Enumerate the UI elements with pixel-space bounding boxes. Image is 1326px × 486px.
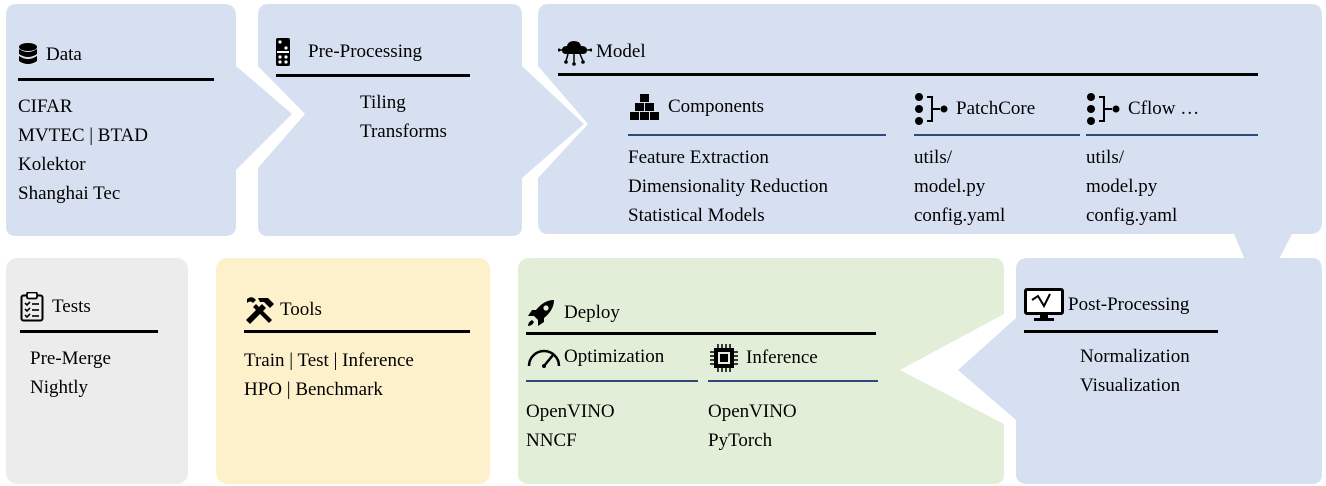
cflow-header: Cflow … (1086, 92, 1199, 126)
patchcore-item: config.yaml (914, 205, 1006, 226)
data-header: Data (18, 42, 82, 68)
tests-panel (6, 258, 188, 484)
tree-icon (1086, 92, 1120, 126)
cflow-item: utils/ (1086, 147, 1125, 168)
deploy-title: Deploy (564, 302, 620, 323)
tools-rule (244, 330, 470, 333)
postprocessing-header: Post-Processing (1024, 288, 1189, 322)
tests-item: Pre-Merge (30, 348, 111, 369)
tools-item: HPO | Benchmark (244, 379, 383, 400)
postprocessing-title: Post-Processing (1068, 294, 1190, 315)
tests-item: Nightly (30, 377, 89, 398)
preprocessing-title: Pre-Processing (308, 41, 422, 62)
model-header: Model (558, 38, 646, 66)
components-rule (628, 134, 886, 136)
patchcore-header: PatchCore (914, 92, 1035, 126)
preprocessing-item: Transforms (360, 121, 447, 142)
neural-cloud-icon (558, 38, 592, 66)
optimization-rule (526, 380, 698, 382)
domino-icon (276, 38, 290, 66)
tree-icon (914, 92, 948, 126)
data-item: Shanghai Tec (18, 183, 121, 204)
optimization-item: NNCF (526, 430, 577, 451)
tests-title: Tests (52, 296, 91, 317)
cflow-item: model.py (1086, 176, 1158, 197)
components-item: Feature Extraction (628, 147, 769, 168)
cflow-title: Cflow … (1128, 98, 1200, 119)
tools-header: Tools (244, 296, 322, 324)
data-rule (18, 78, 214, 81)
optimization-item: OpenVINO (526, 401, 615, 422)
patchcore-item: model.py (914, 176, 986, 197)
deploy-panel (518, 258, 1004, 484)
data-panel (6, 4, 292, 236)
monitor-graph-icon (1024, 288, 1064, 322)
data-title: Data (46, 44, 82, 65)
tools-item: Train | Test | Inference (244, 350, 414, 371)
components-item: Statistical Models (628, 205, 765, 226)
tests-rule (20, 330, 158, 333)
preprocessing-rule (276, 74, 470, 77)
components-title: Components (668, 96, 765, 117)
model-panel (538, 4, 1322, 296)
deploy-header: Deploy (526, 298, 620, 328)
patchcore-item: utils/ (914, 147, 953, 168)
cflow-item: config.yaml (1086, 205, 1178, 226)
preprocessing-item: Tiling (360, 92, 406, 113)
chip-icon (710, 344, 738, 372)
deploy-rule (526, 332, 876, 335)
clipboard-icon (20, 292, 44, 322)
components-item: Dimensionality Reduction (628, 176, 829, 197)
postprocessing-item: Visualization (1080, 375, 1181, 396)
inference-rule (708, 380, 878, 382)
postprocessing-item: Normalization (1080, 346, 1190, 367)
inference-item: PyTorch (708, 430, 773, 451)
hammer-wrench-icon (244, 296, 276, 324)
tools-title: Tools (280, 299, 322, 320)
data-item: CIFAR (18, 96, 73, 117)
optimization-title: Optimization (564, 346, 665, 367)
data-item: MVTEC | BTAD (18, 125, 149, 146)
preprocessing-header: Pre-Processing (276, 38, 422, 66)
model-rule (558, 73, 1258, 76)
patchcore-rule (914, 134, 1080, 136)
data-item: Kolektor (18, 154, 86, 175)
preprocessing-panel (258, 4, 584, 236)
cflow-rule (1086, 134, 1258, 136)
blocks-icon (630, 94, 660, 120)
database-icon (18, 42, 38, 68)
inference-item: OpenVINO (708, 401, 797, 422)
gauge-icon (526, 346, 562, 368)
tools-panel (216, 258, 490, 484)
postprocessing-rule (1024, 330, 1218, 333)
optimization-header: Optimization (526, 346, 664, 368)
tests-header: Tests (20, 292, 91, 322)
inference-header: Inference (710, 344, 818, 372)
components-header: Components (630, 94, 764, 120)
rocket-icon (526, 298, 556, 328)
model-title: Model (596, 41, 646, 62)
patchcore-title: PatchCore (956, 98, 1036, 119)
inference-title: Inference (746, 347, 818, 368)
